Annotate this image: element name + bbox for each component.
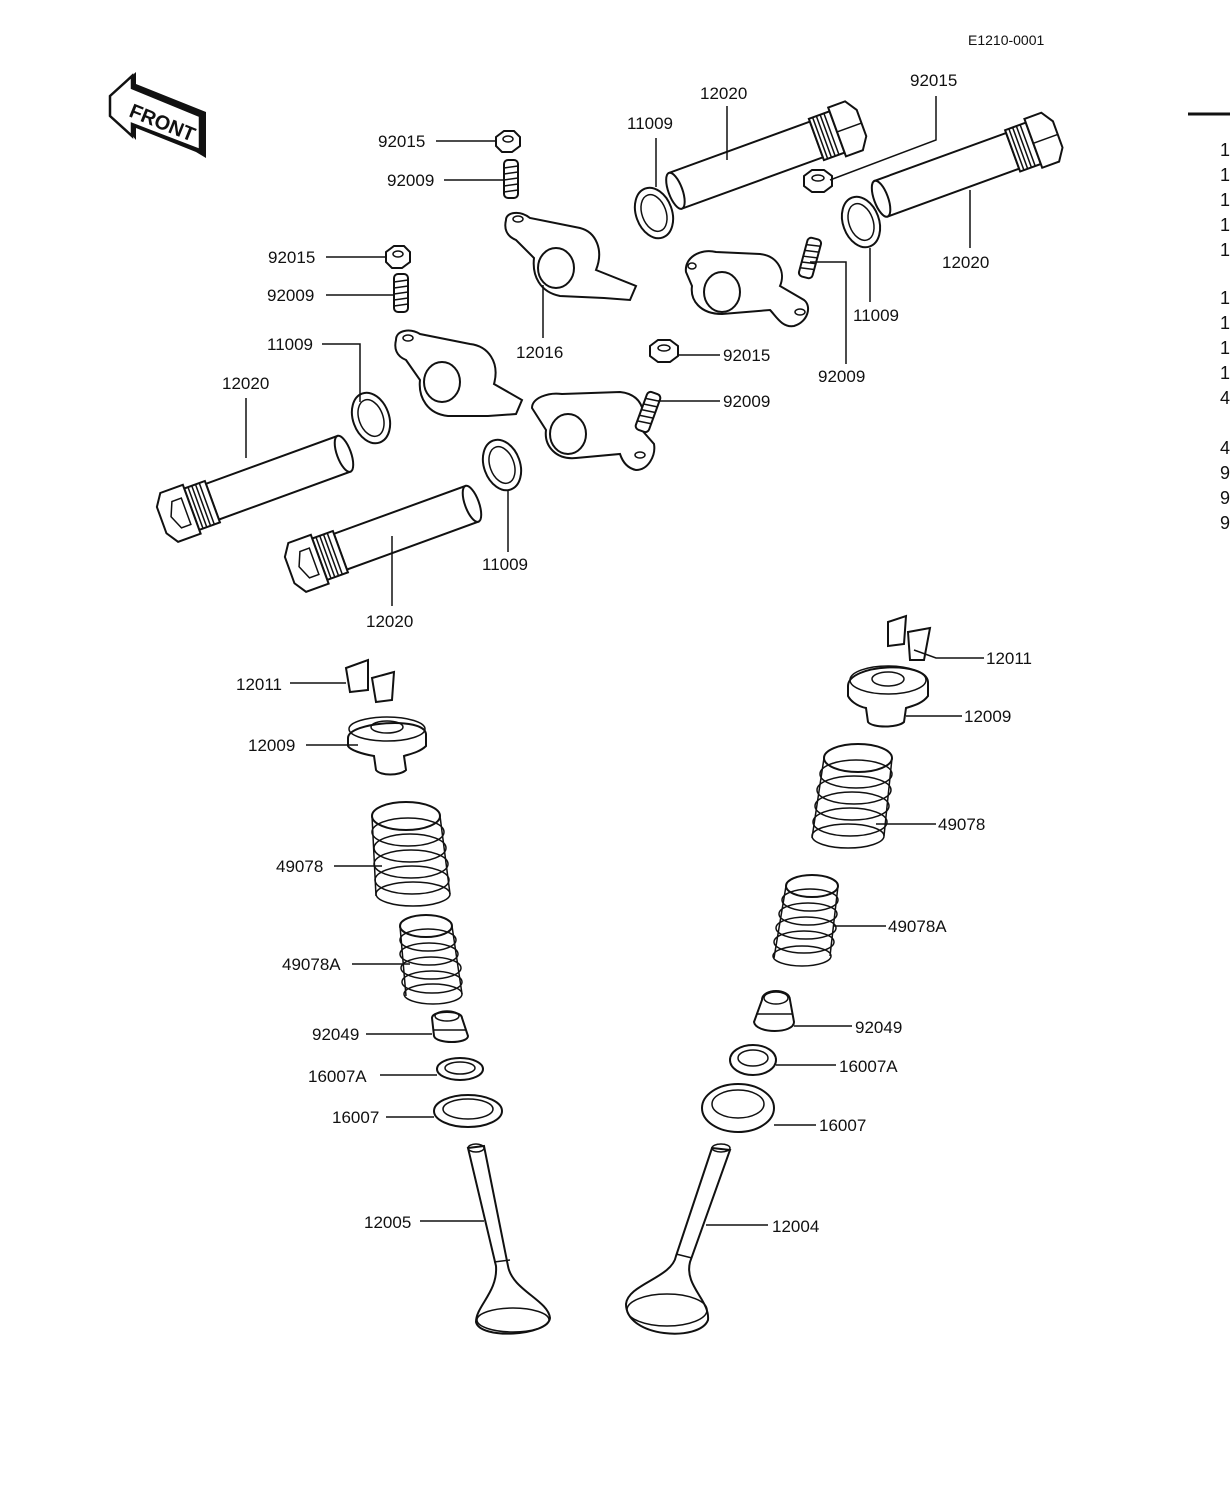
part-label: 92015 bbox=[268, 248, 315, 267]
rocker-shaft bbox=[870, 111, 1064, 218]
leader-lines bbox=[245, 96, 984, 1226]
part-label: 49078A bbox=[888, 917, 947, 936]
valve-keeper bbox=[344, 658, 396, 704]
part-label: 16007 bbox=[332, 1108, 379, 1127]
o-ring bbox=[633, 186, 675, 240]
exhaust-valve bbox=[466, 1143, 552, 1335]
part-label: 12009 bbox=[964, 707, 1011, 726]
part-label: 92049 bbox=[312, 1025, 359, 1044]
diagram-code: E1210-0001 bbox=[968, 32, 1045, 48]
part-label: 11009 bbox=[267, 335, 313, 354]
valve-spring-outer bbox=[811, 743, 893, 849]
part-label: 92049 bbox=[855, 1018, 902, 1037]
valve-spring-outer bbox=[371, 801, 451, 907]
front-arrow-icon: FRONT bbox=[108, 72, 206, 158]
part-label: 16007A bbox=[308, 1067, 367, 1086]
spring-seat bbox=[433, 1094, 503, 1128]
margin-char: 1 bbox=[1220, 240, 1230, 260]
valve-stem-seal bbox=[752, 990, 796, 1032]
part-label: 12009 bbox=[248, 736, 295, 755]
margin-char: 1 bbox=[1220, 165, 1230, 185]
margin-char: 4 bbox=[1220, 438, 1230, 458]
spring-retainer bbox=[347, 716, 427, 776]
valve-spring-inner bbox=[399, 914, 463, 1005]
part-label: 12005 bbox=[364, 1213, 411, 1232]
margin-char: 9 bbox=[1220, 513, 1230, 533]
margin-char: 1 bbox=[1220, 140, 1230, 160]
adjusting-screw bbox=[393, 273, 409, 313]
rocker-shaft bbox=[283, 484, 483, 593]
part-label: 12004 bbox=[772, 1217, 819, 1236]
rocker-shaft bbox=[155, 434, 355, 543]
part-label: 12020 bbox=[700, 84, 747, 103]
margin-char: 1 bbox=[1220, 288, 1230, 308]
part-label: 12020 bbox=[222, 374, 269, 393]
valve-keeper bbox=[887, 614, 932, 661]
margin-char: 1 bbox=[1220, 338, 1230, 358]
margin-char: 1 bbox=[1220, 190, 1230, 210]
o-ring bbox=[481, 438, 523, 492]
part-label: 49078 bbox=[276, 857, 323, 876]
part-label: 12011 bbox=[986, 649, 1032, 668]
lock-nut bbox=[495, 130, 521, 153]
o-ring bbox=[350, 391, 392, 445]
margin-char: 1 bbox=[1220, 215, 1230, 235]
margin-char: 1 bbox=[1220, 313, 1230, 333]
intake-valve bbox=[624, 1143, 732, 1335]
lock-nut bbox=[385, 245, 411, 269]
rocker-arm bbox=[504, 212, 638, 302]
part-label: 16007 bbox=[819, 1116, 866, 1135]
part-label: 92009 bbox=[723, 392, 770, 411]
adjusting-screw bbox=[503, 159, 519, 199]
rocker-shaft bbox=[665, 100, 868, 210]
part-label: 92009 bbox=[818, 367, 865, 386]
part-label: 49078A bbox=[282, 955, 341, 974]
spring-seat-washer bbox=[729, 1044, 777, 1076]
margin-char: 9 bbox=[1220, 463, 1230, 483]
lock-nut bbox=[803, 169, 833, 193]
margin-column: 1 1 1 1 1 1 1 1 1 4 4 9 9 9 bbox=[1220, 140, 1230, 533]
part-label: 92009 bbox=[387, 171, 434, 190]
rocker-arm bbox=[394, 329, 524, 417]
part-label: 92015 bbox=[378, 132, 425, 151]
valve-stem-seal bbox=[430, 1010, 470, 1043]
part-label: 11009 bbox=[853, 306, 899, 325]
part-label: 11009 bbox=[482, 555, 528, 574]
adjusting-screw bbox=[634, 390, 662, 434]
part-label: 12016 bbox=[516, 343, 563, 362]
margin-char: 9 bbox=[1220, 488, 1230, 508]
lock-nut bbox=[649, 339, 679, 363]
valve-spring-inner bbox=[772, 874, 839, 967]
part-label: 12020 bbox=[366, 612, 413, 631]
rocker-arm bbox=[530, 390, 656, 472]
spring-retainer bbox=[847, 665, 929, 728]
part-label: 92015 bbox=[910, 71, 957, 90]
part-label: 49078 bbox=[938, 815, 985, 834]
part-label: 92009 bbox=[267, 286, 314, 305]
adjusting-screw bbox=[797, 236, 823, 280]
spring-seat bbox=[701, 1083, 775, 1133]
rocker-arm bbox=[684, 250, 810, 328]
margin-char: 4 bbox=[1220, 388, 1230, 408]
margin-char: 1 bbox=[1220, 363, 1230, 383]
part-label: 12020 bbox=[942, 253, 989, 272]
o-ring bbox=[840, 195, 882, 249]
spring-seat-washer bbox=[436, 1057, 484, 1081]
part-number-labels: 92015 92009 92015 92009 11009 12020 1201… bbox=[222, 71, 1032, 1236]
part-label: 12011 bbox=[236, 675, 282, 694]
part-label: 11009 bbox=[627, 114, 673, 133]
part-label: 92015 bbox=[723, 346, 770, 365]
part-label: 16007A bbox=[839, 1057, 898, 1076]
